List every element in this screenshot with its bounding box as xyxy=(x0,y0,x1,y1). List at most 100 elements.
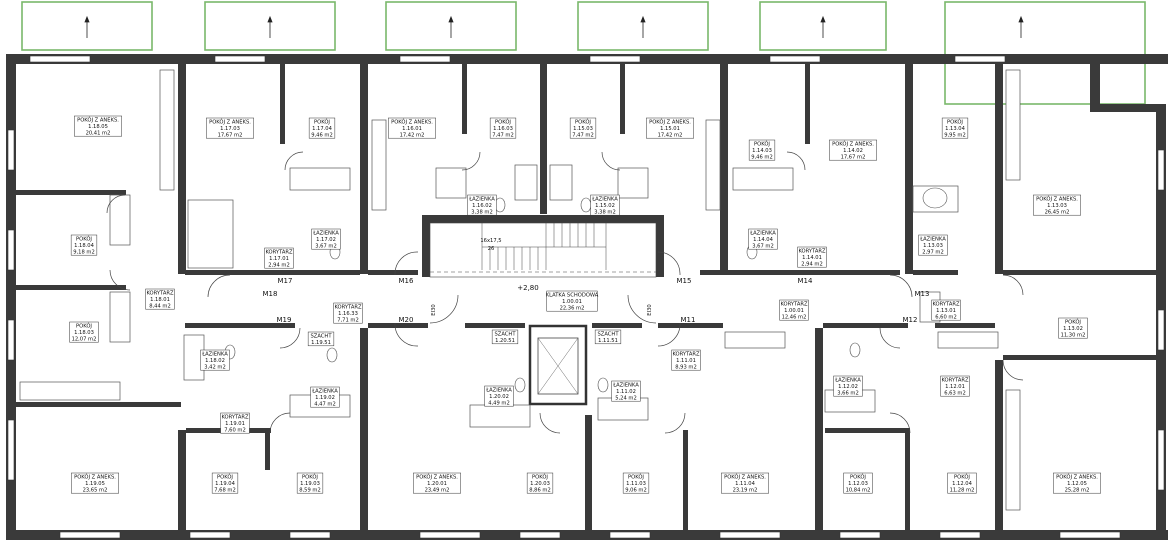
room-label-box xyxy=(491,329,519,345)
room-label-box xyxy=(748,139,776,161)
room-label-box xyxy=(797,246,827,268)
room-label-box xyxy=(940,375,970,397)
room-label-box xyxy=(69,321,99,343)
room-name: POKÓJ Z ANEKS. xyxy=(832,141,874,148)
room-name: POKÓJ xyxy=(76,323,92,330)
inner-walls xyxy=(16,64,1156,530)
room-label-box xyxy=(467,194,497,216)
room-name: ŁAZIENKA xyxy=(201,352,228,358)
room-area: 12,07 m2 xyxy=(72,336,97,342)
room-label-box xyxy=(296,472,324,494)
room-label-box xyxy=(333,302,363,324)
room-label-box xyxy=(413,472,461,494)
unit-label: M17 xyxy=(278,277,293,285)
room-number: 1.14.03 xyxy=(752,148,772,154)
room-label-box xyxy=(590,194,620,216)
door-swings xyxy=(106,151,1024,434)
room-label-box xyxy=(622,472,650,494)
room-number: 1.19.01 xyxy=(225,421,245,427)
balcony-arrow-icon xyxy=(84,15,1024,38)
room-label-box xyxy=(611,380,641,402)
room-number: 1.18.05 xyxy=(88,124,108,130)
room-label-box xyxy=(206,117,254,139)
room-name: POKÓJ xyxy=(302,474,318,481)
room-number: 1.17.01 xyxy=(269,256,289,262)
room-number: 1.16.33 xyxy=(338,311,358,317)
room-label-box xyxy=(594,329,622,345)
room-name: POKÓJ xyxy=(314,119,330,126)
room-label-box xyxy=(484,385,514,407)
room-number: 1.17.03 xyxy=(220,126,240,132)
room-area: 3,38 m2 xyxy=(594,209,616,215)
room-name: POKÓJ xyxy=(575,119,591,126)
unit-label: M14 xyxy=(798,277,813,285)
unit-label: M12 xyxy=(903,316,918,324)
room-area: 17,42 m2 xyxy=(658,132,683,138)
room-name: KORYTARZ xyxy=(146,291,174,297)
room-number: 1.19.51 xyxy=(311,340,331,346)
room-label-box xyxy=(646,117,694,139)
outer-walls xyxy=(6,54,1168,540)
room-area: 20,41 m2 xyxy=(86,130,111,136)
room-name: POKÓJ xyxy=(76,236,92,243)
room-number: 1.11.01 xyxy=(676,358,696,364)
room-number: 1.19.02 xyxy=(315,395,335,401)
room-number: 1.13.03 xyxy=(923,243,943,249)
room-number: 1.18.01 xyxy=(150,297,170,303)
room-area: 8,86 m2 xyxy=(529,487,551,493)
room-label-box xyxy=(1058,317,1088,339)
room-area: 17,67 m2 xyxy=(841,154,866,160)
room-area: 3,67 m2 xyxy=(752,243,774,249)
room-name: SZACHT xyxy=(495,332,517,338)
annotation-stair2: 26 xyxy=(488,246,495,252)
room-name: POKÓJ Z ANEKS. xyxy=(649,119,691,126)
room-number: 1.17.02 xyxy=(316,237,336,243)
room-number: 1.00.01 xyxy=(784,308,804,314)
room-area: 9,95 m2 xyxy=(944,132,966,138)
room-name: ŁAZIENKA xyxy=(312,231,339,237)
room-area: 23,19 m2 xyxy=(733,487,758,493)
room-area: 9,46 m2 xyxy=(311,132,333,138)
room-area: 17,67 m2 xyxy=(218,132,243,138)
room-number: 1.19.05 xyxy=(85,481,105,487)
fixtures xyxy=(19,69,1021,511)
room-label-box xyxy=(145,288,175,310)
room-label-box xyxy=(526,472,554,494)
room-number: 1.11.03 xyxy=(626,481,646,487)
room-label-box xyxy=(307,331,335,347)
balcony-5 xyxy=(759,1,887,51)
room-label-box xyxy=(70,234,98,256)
room-area: 2,94 m2 xyxy=(268,262,290,268)
room-number: 1.11.02 xyxy=(616,389,636,395)
room-label-box xyxy=(918,234,948,256)
room-name: POKÓJ xyxy=(954,474,970,481)
room-number: 1.12.05 xyxy=(1067,481,1087,487)
unit-label: M16 xyxy=(399,277,414,285)
room-label-box xyxy=(310,386,340,408)
room-name: POKÓJ xyxy=(947,119,963,126)
room-label-box xyxy=(843,472,873,494)
room-number: 1.18.03 xyxy=(74,330,94,336)
room-number: 1.14.04 xyxy=(753,237,773,243)
room-number: 1.13.04 xyxy=(945,126,965,132)
balconies xyxy=(21,1,1146,105)
room-area: 23,49 m2 xyxy=(425,487,450,493)
room-name: ŁAZIENKA xyxy=(612,383,639,389)
